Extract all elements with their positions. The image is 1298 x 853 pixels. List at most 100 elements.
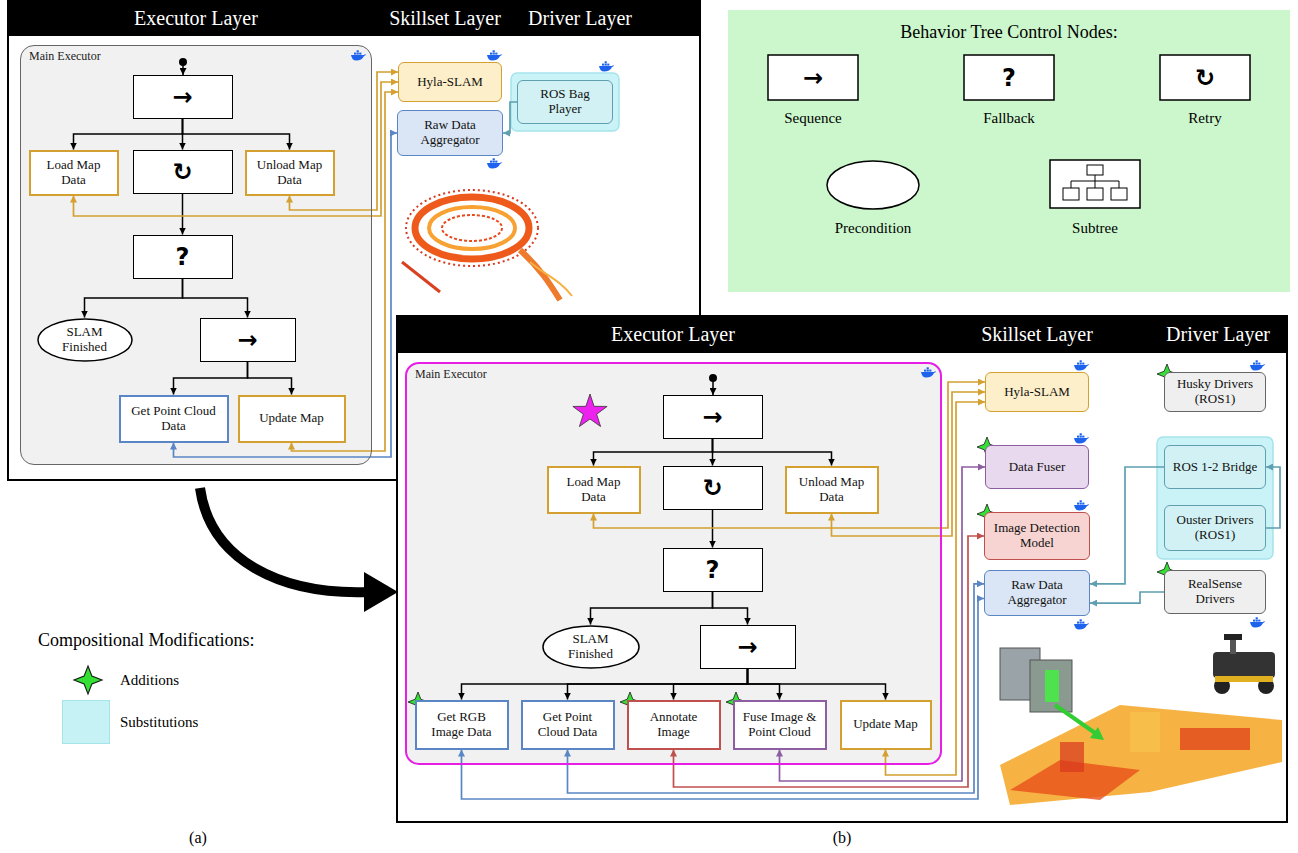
connector-group bbox=[74, 72, 1281, 799]
control-symbol: ↻ bbox=[702, 476, 722, 500]
root-marker bbox=[712, 381, 714, 395]
node-label: SLAM Finished bbox=[51, 325, 119, 355]
tree-connector bbox=[85, 279, 183, 318]
precondition-ellipse bbox=[542, 625, 638, 667]
tree-connector bbox=[183, 119, 290, 150]
map-illustration bbox=[1000, 705, 1282, 805]
data-connector bbox=[674, 536, 985, 787]
data-connector bbox=[74, 82, 399, 216]
tree-connector bbox=[674, 669, 748, 700]
container-icon bbox=[1074, 360, 1089, 370]
tree-connector bbox=[591, 592, 713, 625]
node-label: Update Map bbox=[259, 411, 324, 426]
tree-connector bbox=[462, 669, 748, 700]
action-node: Get Point Cloud Data bbox=[119, 395, 229, 443]
node-label: Annotate Image bbox=[635, 710, 713, 740]
node-label: Raw Data Aggregator bbox=[405, 118, 495, 148]
container-icon bbox=[1074, 619, 1089, 629]
legend-panel bbox=[1119, 181, 1120, 188]
control-symbol: → bbox=[172, 85, 192, 109]
node-label: Load Map Data bbox=[555, 475, 633, 505]
fallback-node: ? bbox=[133, 235, 233, 279]
point-cloud-illustration bbox=[402, 262, 440, 292]
node-label: Get RGB Image Data bbox=[423, 710, 501, 740]
container-icon bbox=[487, 158, 502, 168]
node-label: Get Point Cloud Data bbox=[529, 710, 607, 740]
retry-node: ↻ bbox=[663, 466, 763, 510]
data-connector bbox=[886, 402, 986, 775]
map-illustration bbox=[1030, 660, 1072, 712]
panel-frame bbox=[397, 315, 1288, 822]
map-illustration bbox=[1130, 712, 1160, 752]
tree-connector bbox=[713, 439, 832, 466]
legend-panel bbox=[1087, 165, 1103, 175]
tree-connector bbox=[248, 362, 292, 395]
root-marker bbox=[709, 374, 717, 395]
legend-text: Additions bbox=[120, 672, 179, 689]
legend-title: Compositional Modifications: bbox=[38, 630, 255, 651]
tree-connector bbox=[182, 194, 184, 235]
map-illustration bbox=[1180, 728, 1250, 750]
addition-star bbox=[977, 504, 997, 524]
skill-box: Data Fuser bbox=[985, 445, 1089, 489]
data-connector bbox=[292, 92, 399, 451]
action-node: Load Map Data bbox=[547, 466, 641, 514]
action-node: Load Map Data bbox=[29, 150, 119, 196]
map-illustration bbox=[1224, 634, 1242, 640]
executor-fill bbox=[20, 45, 372, 465]
legend-text: Substitutions bbox=[120, 714, 198, 731]
node-label: Get Point Cloud Data bbox=[127, 404, 221, 434]
map-illustration bbox=[1090, 727, 1104, 740]
skill-box: Hyla-SLAM bbox=[398, 62, 502, 102]
map-illustration bbox=[1230, 638, 1236, 654]
addition-star bbox=[1157, 562, 1177, 582]
legend-panel bbox=[1111, 188, 1127, 200]
legend-panel bbox=[1063, 188, 1079, 200]
panel-letter: (a) bbox=[189, 829, 207, 847]
container-icon bbox=[1250, 360, 1265, 370]
legend-text: Retry bbox=[1188, 110, 1221, 127]
legend-panel bbox=[728, 10, 1290, 292]
legend-text: Sequence bbox=[784, 110, 841, 127]
data-connector bbox=[462, 599, 985, 799]
control-symbol: ? bbox=[176, 245, 190, 269]
node-label: Hyla-SLAM bbox=[1004, 385, 1070, 400]
addition-star bbox=[620, 692, 640, 712]
tree-connector bbox=[594, 439, 713, 466]
layer-heading: Skillset Layer bbox=[389, 7, 501, 30]
driver-box: ROS 1-2 Bridge bbox=[1164, 445, 1266, 489]
legend-panel bbox=[768, 55, 858, 100]
tree-connector bbox=[183, 279, 248, 318]
transition-arrow bbox=[200, 488, 368, 592]
panel-letter: (b) bbox=[833, 829, 852, 847]
legend-symbol: → bbox=[803, 64, 823, 92]
container-icon bbox=[1074, 433, 1089, 443]
panel-title: Main Executor bbox=[29, 50, 101, 64]
node-label: RealSense Drivers bbox=[1172, 577, 1258, 607]
node-label: Update Map bbox=[853, 717, 918, 732]
panel-frame bbox=[397, 315, 1288, 353]
node-label: Ouster Drivers (ROS1) bbox=[1172, 513, 1258, 543]
tree-connector bbox=[174, 362, 248, 395]
panel-frame bbox=[8, 0, 700, 36]
addition-star bbox=[977, 437, 997, 457]
tree-connector bbox=[568, 669, 748, 700]
action-node: Unload Map Data bbox=[245, 150, 335, 196]
legend-panel bbox=[1160, 55, 1250, 100]
point-cloud-illustration bbox=[415, 197, 529, 259]
control-symbol: ↻ bbox=[172, 160, 192, 184]
precondition-node: SLAM Finished bbox=[37, 318, 133, 362]
node-label: ROS 1-2 Bridge bbox=[1173, 460, 1258, 475]
map-illustration bbox=[1045, 670, 1059, 702]
action-node: Get Point Cloud Data bbox=[521, 700, 615, 750]
legend-panel bbox=[1087, 188, 1103, 200]
layer-heading: Executor Layer bbox=[611, 323, 735, 346]
control-symbol: → bbox=[737, 635, 757, 659]
legend-panel bbox=[1095, 181, 1096, 188]
precondition-ellipse bbox=[37, 318, 131, 360]
map-illustration bbox=[1060, 742, 1084, 772]
action-node: Update Map bbox=[840, 700, 932, 750]
transition-arrow bbox=[200, 488, 398, 612]
map-illustration bbox=[1000, 634, 1282, 805]
